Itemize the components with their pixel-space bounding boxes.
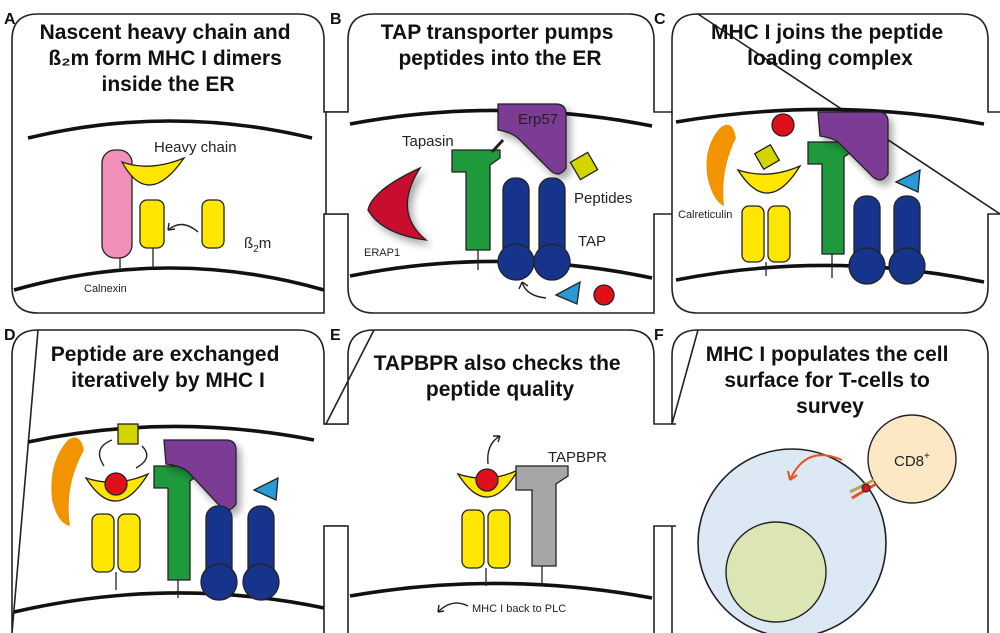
b2m-arrowhead	[167, 222, 176, 231]
tapbpr-label: TAPBPR	[548, 449, 607, 466]
erp57	[497, 103, 567, 175]
calreticulin	[51, 437, 84, 526]
erp57-label: Erp57	[518, 111, 558, 128]
panel-letter-c: C	[654, 11, 666, 28]
panel-e-title: TAPBPR also checks the peptide quality	[374, 352, 627, 401]
exchange-arrow-left	[98, 439, 113, 467]
peptide-circle	[771, 113, 795, 137]
panel-letter-f: F	[654, 327, 664, 344]
erap1	[367, 166, 429, 241]
peptide-circle	[104, 472, 128, 496]
tap-label: TAP	[578, 233, 606, 250]
b2m-label: ß2m	[244, 235, 271, 255]
er-membrane-lower	[13, 591, 325, 614]
peptide-circle	[475, 468, 499, 492]
heavy-chain-label: Heavy chain	[154, 139, 237, 156]
panel-letter-b: B	[330, 11, 342, 28]
er-membrane-upper	[27, 424, 315, 444]
tcell-arrow	[789, 454, 843, 481]
erap1-label: ERAP1	[364, 247, 400, 259]
release-arrowhead	[493, 435, 501, 443]
cd8-label: CD8+	[894, 451, 930, 470]
heavy-chain	[120, 156, 186, 268]
back-to-plc-label: MHC I back to PLC	[472, 603, 566, 615]
panel-b: B TAP transporter pumps peptides into th…	[325, 11, 677, 314]
tap	[200, 505, 280, 601]
b2m-arrow	[167, 223, 199, 233]
back-arrowhead	[437, 604, 445, 613]
panel-e-frame	[324, 329, 676, 633]
peptide-square	[117, 423, 139, 445]
tap	[497, 177, 571, 281]
mhc-i	[84, 472, 150, 590]
peptide-circle	[593, 284, 615, 306]
tapasin-label: Tapasin	[402, 133, 454, 150]
t-cell	[867, 414, 957, 504]
panel-f-title: MHC I populates the cell surface for T-c…	[706, 343, 955, 418]
peptide-triangle	[554, 280, 581, 305]
peptide-square	[753, 143, 781, 171]
peptide-triangle	[894, 168, 921, 193]
release-arrow	[487, 435, 501, 465]
panel-a-title: Nascent heavy chain and ß₂m form MHC I d…	[40, 21, 297, 96]
er-membrane-upper	[27, 119, 313, 140]
mhc-i	[736, 164, 802, 276]
b2m-subunit	[201, 199, 225, 249]
panel-b-title: TAP transporter pumps peptides into the …	[381, 21, 619, 70]
panel-letter-e: E	[330, 327, 341, 344]
nucleus	[725, 521, 827, 623]
panel-c: C MHC I joins the peptide loading comple…	[654, 11, 1000, 314]
mhc-tcr-contact	[849, 478, 877, 500]
peptide-square	[569, 151, 599, 181]
panel-a: A Nascent heavy chain and ß₂m form MHC I…	[4, 11, 347, 314]
import-arrowhead	[518, 281, 529, 290]
tapasin	[451, 138, 505, 270]
er-membrane-lower	[349, 581, 653, 600]
import-arrow	[521, 281, 547, 299]
panel-c-title: MHC I joins the peptide loading complex	[711, 21, 949, 70]
panel-d-title: Peptide are exchanged iteratively by MHC…	[51, 343, 286, 392]
panel-f-frame	[671, 329, 989, 633]
calnexin-label: Calnexin	[84, 283, 127, 295]
peptides-label: Peptides	[574, 190, 632, 207]
panel-e: E TAPBPR also checks the peptide quality…	[324, 327, 676, 633]
panel-letter-a: A	[4, 11, 16, 28]
panel-d: D Peptide are exchanged iteratively by M…	[4, 327, 346, 633]
exchange-arrow-right	[135, 445, 148, 469]
er-membrane-lower	[675, 263, 985, 284]
calnexin	[101, 149, 133, 270]
er-membrane-lower	[13, 266, 325, 292]
tap	[848, 195, 926, 285]
panel-f: F MHC I populates the cell surface for T…	[654, 327, 989, 633]
calreticulin	[706, 124, 736, 206]
er-membrane-upper	[675, 107, 985, 126]
tcell-arrowhead	[787, 470, 798, 481]
back-arrow	[437, 602, 469, 613]
peptide-triangle	[252, 476, 279, 501]
erp57	[817, 111, 889, 181]
calreticulin-label: Calreticulin	[678, 209, 732, 221]
panel-letter-d: D	[4, 327, 16, 344]
tapbpr	[515, 465, 569, 586]
